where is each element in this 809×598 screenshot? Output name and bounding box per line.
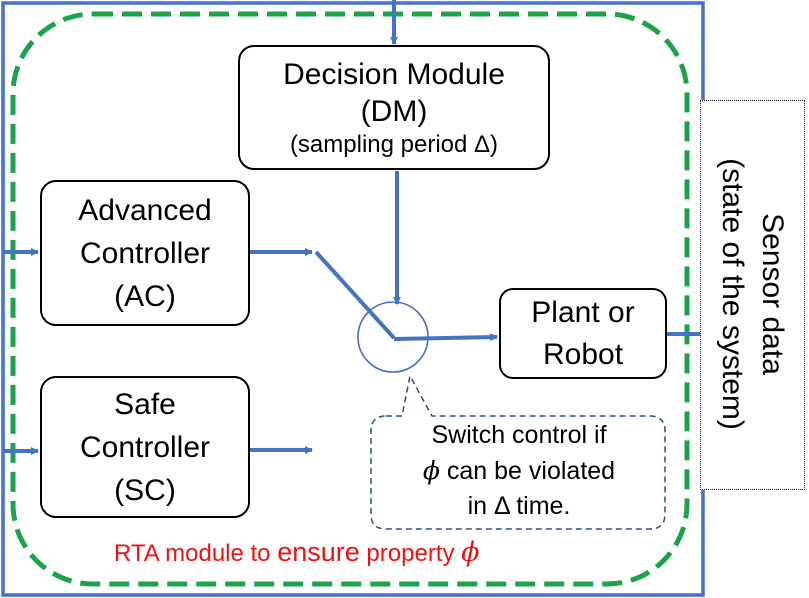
rta-module-label: RTA module to ensure property ϕ (114, 536, 614, 570)
rta-label-part-3: property (359, 540, 462, 567)
sc-line-2: Controller (79, 430, 211, 464)
plant-robot-box: Plant or Robot (499, 288, 667, 379)
switch-callout-bubble (370, 373, 666, 530)
plant-line-2: Robot (542, 337, 624, 371)
ac-line-1: Advanced (78, 193, 212, 227)
rta-module-boundary (10, 11, 690, 587)
plant-line-1: Plant or (531, 295, 635, 329)
ac-line-3: (AC) (114, 279, 176, 313)
decision-module-box: Decision Module (DM) (sampling period Δ) (238, 45, 550, 170)
sensor-line-1: Sensor data (756, 213, 789, 375)
rta-label-part-1: RTA module to (114, 540, 278, 567)
rta-label-phi-symbol: ϕ (461, 537, 480, 568)
switch-callout-text: Switch control if ϕ can be violated in Δ… (374, 418, 664, 524)
sensor-line-2: (state of the system) (716, 158, 749, 430)
switch-to-plant-arrow (393, 333, 498, 342)
callout-line-3: in Δ time. (467, 492, 571, 520)
callout-line-2: can be violated (439, 457, 616, 485)
sensor-data-box (700, 100, 805, 490)
dm-title: Decision Module (283, 57, 505, 91)
advanced-controller-box: Advanced Controller (AC) (40, 180, 250, 326)
dm-abbrev: (DM) (360, 94, 428, 128)
switch-contact (314, 250, 396, 340)
sc-line-3: (SC) (114, 473, 176, 507)
ac-line-2: Controller (79, 236, 211, 270)
sc-line-1: Safe (114, 387, 176, 421)
callout-phi-symbol: ϕ (422, 456, 440, 485)
dm-sampling-period: (sampling period Δ) (289, 130, 499, 158)
callout-line-1: Switch control if (431, 421, 607, 449)
rta-label-ensure: ensure (277, 537, 360, 567)
safe-controller-box: Safe Controller (SC) (40, 376, 250, 518)
